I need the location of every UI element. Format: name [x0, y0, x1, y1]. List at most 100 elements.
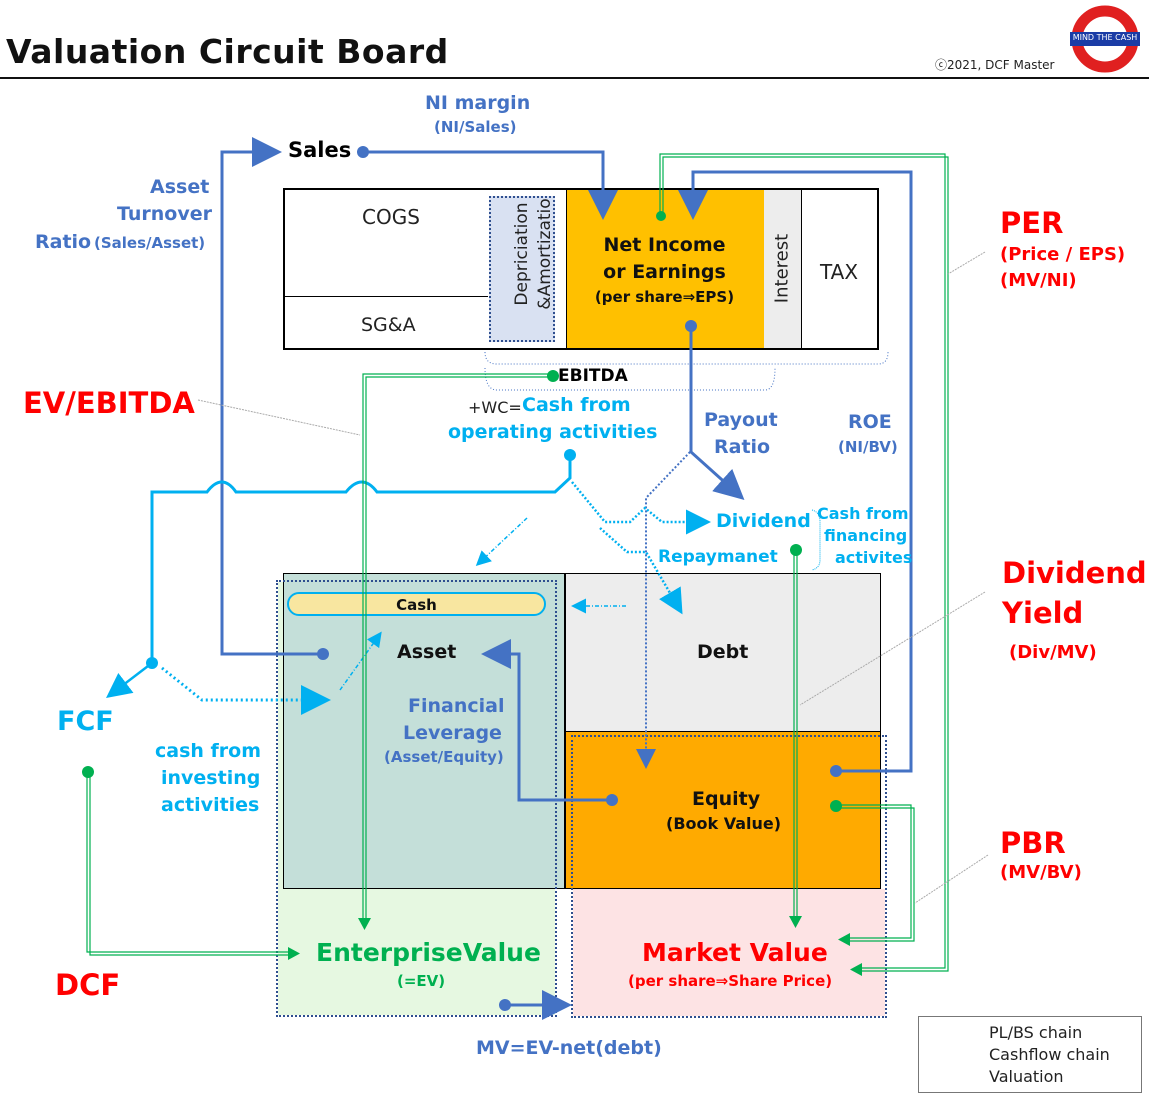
legend: PL/BS chain Cashflow chain Valuation: [918, 1016, 1142, 1093]
mv-formula: MV=EV-net(debt): [476, 1037, 662, 1059]
pbr-leader: [914, 854, 989, 904]
asset-label: Asset: [397, 641, 457, 663]
cff-line2: financing: [824, 526, 908, 545]
cfi-line1: cash from: [155, 740, 262, 762]
legend-pl-bs-chain: PL/BS chain: [989, 1023, 1083, 1042]
roe-sub: (NI/BV): [838, 438, 898, 456]
ebitda-ev-wire-b: [365, 376, 553, 920]
ev-arrowhead: [358, 918, 371, 930]
ev-box-fill-left: [278, 582, 283, 889]
fcf-wire: [106, 662, 153, 699]
ebitda-bracket-inner: [484, 367, 776, 391]
ev-arrowhead-dcf: [288, 947, 300, 960]
pbr-dot: [830, 800, 842, 812]
financial-leverage-line1: Financial: [408, 695, 505, 717]
equity-lev-dot: [606, 794, 618, 806]
div-yield-leader: [799, 591, 986, 706]
dcf-label: DCF: [55, 968, 121, 1002]
dividend-yield-line1: Dividend: [1002, 556, 1147, 590]
cff-line1: Cash from: [817, 504, 909, 523]
asset-turnover-wire: [220, 137, 323, 656]
repayment-label: Repaymanet: [658, 547, 778, 567]
ebitda-ev-wire-a: [362, 373, 553, 920]
cogs-label: COGS: [362, 205, 420, 229]
net-income-line1: Net Income: [603, 234, 726, 256]
ebitda-dot: [547, 370, 559, 382]
copyright-text: ⓒ2021, DCF Master: [935, 58, 1055, 72]
pbr-label: PBR: [1000, 826, 1066, 860]
wc-prefix: +WC=: [468, 398, 522, 417]
dividend-dot: [790, 544, 802, 556]
cfi-to-cash-wire: [339, 631, 382, 691]
per-leader: [947, 251, 986, 275]
asset-turnover-line2: Turnover: [117, 203, 212, 225]
asset-turnover-line1: Asset: [150, 176, 210, 198]
payout-ratio-line2: Ratio: [714, 436, 771, 458]
dividend-label: Dividend: [716, 510, 811, 532]
interest-box: [764, 190, 802, 348]
fcf-dcf-dot: [82, 766, 94, 778]
mv-arrowhead-top: [789, 916, 802, 928]
dividend-yield-sub: (Div/MV): [1009, 642, 1097, 663]
cff-bracket: [811, 509, 821, 571]
title-divider: [0, 77, 1149, 79]
interest-label: Interest: [771, 233, 793, 304]
debt-box: [565, 573, 881, 732]
sga-label: SG&A: [361, 314, 416, 336]
net-income-line2: or Earnings: [603, 261, 726, 283]
cash-pill: [287, 592, 546, 616]
sales-dot: [357, 146, 369, 158]
per-label: PER: [1000, 206, 1064, 240]
financial-leverage-line2: Leverage: [403, 722, 502, 744]
per-wire-a: [659, 153, 946, 969]
logo-text: MIND THE CASH: [1072, 33, 1138, 42]
equity-sub: (Book Value): [666, 814, 782, 833]
pbr-sub: (MV/BV): [1000, 862, 1082, 883]
cfo-line1: Cash from: [522, 394, 631, 416]
dividend-yield-line2: Yield: [1002, 596, 1084, 630]
market-value-label: Market Value: [642, 938, 828, 967]
dcf-wire-a: [86, 772, 290, 953]
ni-margin-label: NI margin: [425, 92, 531, 114]
cff-line3: activites: [835, 548, 913, 567]
depreciation-label: Depriciation &Amortizatio: [489, 196, 555, 342]
depreciation-line2: &Amortizatio: [535, 198, 555, 310]
ebitda-bracket: [484, 351, 889, 365]
ni-margin-sub: (NI/Sales): [434, 118, 517, 136]
cfo-line2: operating activities: [448, 421, 658, 443]
cfi-wire: [161, 666, 331, 715]
retained-earnings-wire: [636, 451, 691, 769]
per-dot: [656, 211, 666, 221]
sales-label: Sales: [288, 138, 352, 162]
depreciation-box: [489, 196, 555, 342]
mv-box-fill: [573, 889, 885, 1016]
net-income-line3: (per share⇒EPS): [594, 288, 735, 306]
mind-the-cash-logo: MIND THE CASH: [1068, 4, 1142, 74]
enterprise-value-sub: (=EV): [397, 972, 446, 990]
tax-label: TAX: [820, 260, 859, 284]
fin-leverage-wire: [481, 639, 612, 802]
roe-wire: [678, 170, 913, 773]
fcf-label: FCF: [57, 706, 114, 737]
repayment-cf-wire: [599, 527, 683, 615]
payout-ratio-line1: Payout: [704, 409, 778, 431]
legend-valuation: Valuation: [989, 1067, 1064, 1086]
per-sub1: (Price / EPS): [1000, 244, 1126, 265]
roe-label: ROE: [848, 411, 892, 433]
ni-margin-wire: [363, 150, 618, 220]
equity-label: Equity: [692, 788, 761, 810]
mv-arrowhead-pbr: [838, 933, 850, 946]
ev-dot: [499, 999, 511, 1011]
cfo-dot: [564, 449, 576, 461]
ev-ebitda-label: EV/EBITDA: [23, 386, 195, 420]
cash-label: Cash: [396, 596, 437, 614]
ebitda-label: EBITDA: [558, 366, 628, 386]
net-income-label: Net Income or Earnings (per share⇒EPS): [566, 232, 763, 308]
ev-ebitda-leader: [197, 399, 361, 436]
debt-label: Debt: [697, 641, 749, 663]
equity-box: [565, 731, 881, 889]
page-title: Valuation Circuit Board: [6, 32, 449, 71]
financial-leverage-sub: (Asset/Equity): [384, 748, 504, 766]
asset-dot: [317, 648, 329, 660]
